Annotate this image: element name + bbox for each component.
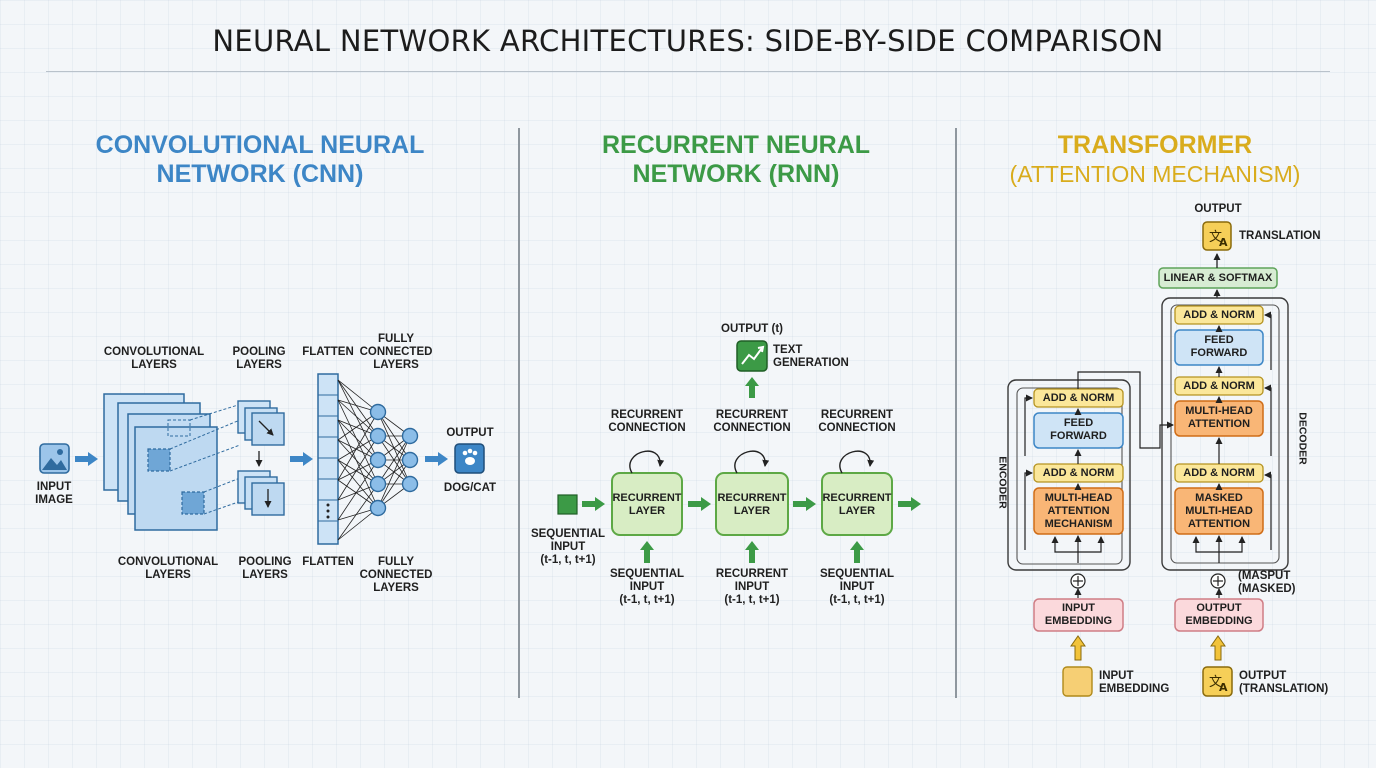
rnn-left-input-label: SEQUENTIAL INPUT (t-1, t, t+1) [530, 528, 606, 566]
svg-text:A: A [1219, 236, 1228, 249]
rnn-diagram [557, 340, 921, 563]
pool-top-label: POOLING LAYERS [232, 346, 286, 371]
fc-to-output-arrow [425, 452, 448, 466]
rnn-title: RECURRENT NEURAL NETWORK (RNN) [536, 131, 936, 189]
rnn-cell-3-box: RECURRENT LAYER [822, 492, 892, 517]
dec-add-norm-3: ADD & NORM [1183, 467, 1255, 479]
conv-top-label: CONVOLUTIONAL LAYERS [103, 346, 205, 371]
transformer-title: TRANSFORMER (ATTENTION MECHANISM) [975, 131, 1335, 189]
rnn-cell-1-connection: RECURRENT CONNECTION [608, 409, 686, 434]
rnn-cell-1-input: SEQUENTIAL INPUT (t-1, t, t+1) [609, 568, 685, 606]
cnn-output-class: DOG/CAT [443, 482, 497, 494]
rnn-input-arrows [640, 541, 864, 563]
positional-add-nodes [1070, 573, 1226, 589]
conv-bottom-label: CONVOLUTIONAL LAYERS [117, 556, 219, 581]
cnn-input-arrow [75, 452, 98, 466]
cnn-diagram [39, 373, 485, 545]
conv-layers-stack [103, 393, 245, 531]
section-divider-left [518, 128, 520, 698]
svg-text:A: A [1219, 681, 1228, 694]
pool-bottom-label: POOLING LAYERS [238, 556, 292, 581]
flatten-bottom-label: FLATTEN [302, 556, 354, 568]
pool-to-flatten-arrow [290, 452, 313, 466]
transformer-output-label: OUTPUT [1194, 203, 1242, 215]
fc-bottom-label: FULLY CONNECTED LAYERS [359, 556, 433, 594]
svg-text:文: 文 [1209, 675, 1222, 690]
rnn-cell-2-input: RECURRENT INPUT (t-1, t, t+1) [715, 568, 789, 606]
enc-add-norm-top: ADD & NORM [1042, 392, 1115, 404]
dec-add-norm-1: ADD & NORM [1183, 309, 1255, 321]
enc-add-norm-bottom: ADD & NORM [1042, 467, 1115, 479]
transformer-title-line1: TRANSFORMER [1057, 131, 1253, 159]
flatten-column [317, 373, 339, 545]
rnn-cell-1-box: RECURRENT LAYER [612, 492, 682, 517]
rnn-cell-2-connection: RECURRENT CONNECTION [713, 409, 791, 434]
title-divider [46, 71, 1330, 72]
section-divider-right [955, 128, 957, 698]
pooling-layers [237, 400, 285, 516]
fc-nodes [369, 403, 419, 517]
dec-add-norm-2: ADD & NORM [1183, 380, 1255, 392]
rnn-cell-2 [715, 450, 789, 536]
rnn-output-label: OUTPUT (t) [721, 323, 783, 335]
rnn-title-line1: RECURRENT NEURAL [601, 131, 871, 159]
page-title: NEURAL NETWORK ARCHITECTURES: SIDE-BY-SI… [212, 24, 1164, 58]
rnn-cell-1 [611, 450, 683, 536]
rnn-output-arrow [745, 377, 759, 398]
rnn-cell-3-input: SEQUENTIAL INPUT (t-1, t, t+1) [819, 568, 895, 606]
rnn-horizontal-arrows [582, 497, 921, 511]
dec-cross-attention: MULTI-HEAD ATTENTION [1185, 405, 1253, 430]
input-embedding-icon [1062, 666, 1093, 697]
softmax-label: LINEAR & SOFTMAX [1163, 272, 1273, 284]
rnn-cell-3 [821, 450, 893, 536]
dec-input-label: OUTPUT (TRANSLATION) [1239, 670, 1329, 695]
sequential-input-square [557, 494, 578, 515]
paw-icon [454, 443, 485, 474]
rnn-cell-2-box: RECURRENT LAYER [717, 492, 787, 517]
translate-icon: 文 A [1202, 221, 1232, 251]
cnn-title-line2: NETWORK (CNN) [156, 160, 364, 188]
dec-mask-note: (MASPUT (MASKED) [1238, 570, 1296, 595]
cnn-title-line1: CONVOLUTIONAL NEURAL [95, 131, 425, 159]
rnn-title-line2: NETWORK (RNN) [632, 160, 840, 188]
cnn-title: CONVOLUTIONAL NEURAL NETWORK (CNN) [60, 131, 460, 189]
encoder-outer [1007, 379, 1131, 571]
rnn-output-text: TEXT GENERATION [773, 344, 849, 369]
output-translation-icon: 文 A [1202, 666, 1233, 697]
dec-masked-attention: MASKED MULTI-HEAD ATTENTION [1185, 492, 1253, 530]
svg-text:文: 文 [1209, 230, 1222, 245]
enc-input-label: INPUT EMBEDDING [1099, 670, 1170, 695]
softmax-box [1158, 267, 1278, 289]
enc-embedding: INPUT EMBEDDING [1044, 602, 1113, 627]
dec-embedding: OUTPUT EMBEDDING [1185, 602, 1253, 627]
decoder-outer [1161, 297, 1289, 571]
rnn-cell-3-connection: RECURRENT CONNECTION [818, 409, 896, 434]
enc-attention: MULTI-HEAD ATTENTION MECHANISM [1044, 492, 1113, 530]
enc-feed-forward: FEED FORWARD [1050, 417, 1107, 442]
flatten-top-label: FLATTEN [302, 346, 354, 358]
transformer-diagram: 文 A [1007, 221, 1289, 697]
cnn-output-label: OUTPUT [446, 427, 494, 439]
transformer-title-line2: (ATTENTION MECHANISM) [1009, 161, 1301, 187]
trend-chart-icon [736, 340, 768, 372]
encoder-label: ENCODER [996, 456, 1009, 509]
dec-feed-forward: FEED FORWARD [1190, 334, 1248, 359]
cnn-input-label: INPUT IMAGE [35, 481, 73, 506]
image-icon [39, 443, 70, 474]
fc-top-label: FULLY CONNECTED LAYERS [359, 333, 433, 371]
transformer-output-text: TRANSLATION [1239, 230, 1321, 242]
decoder-label: DECODER [1296, 412, 1309, 465]
